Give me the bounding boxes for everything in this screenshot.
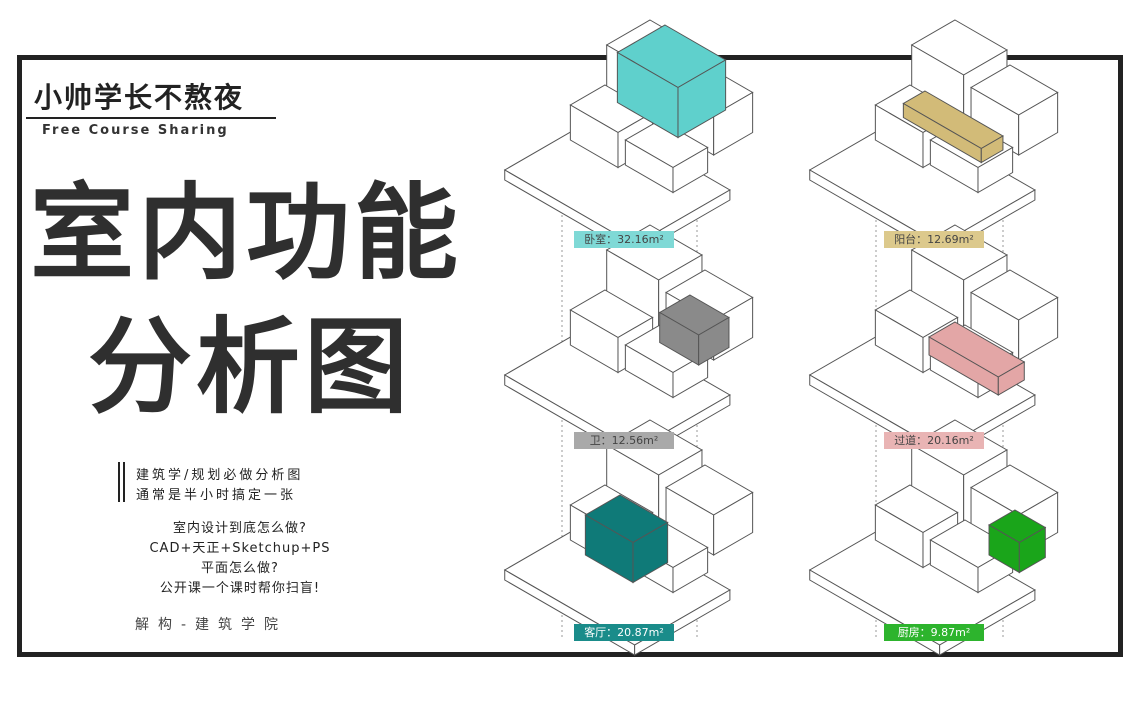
block-b-3-right: [1018, 296, 1059, 361]
room-label-2: 阳台：12.69m²: [884, 231, 984, 248]
block-b-4-right: [713, 491, 754, 556]
highlight-2-right: [698, 316, 730, 366]
title-line-1: 室内功能: [30, 172, 463, 294]
highlight-0-right: [677, 59, 727, 139]
block-d-0-right: [672, 146, 709, 194]
title-line-2: 分析图: [88, 306, 413, 428]
highlight-5-right: [1018, 526, 1046, 574]
highlight-1-right: [980, 135, 1004, 164]
intro-bars: [118, 462, 126, 502]
highlight-4-right: [632, 521, 669, 584]
desc-line-3: 平面怎么做?: [201, 561, 279, 576]
intro-line-1: 建筑学/规划必做分析图: [136, 468, 304, 483]
brand-underline: [26, 117, 276, 119]
room-label-6: 厨房：9.87m²: [884, 624, 984, 641]
highlight-3-right: [997, 361, 1025, 396]
desc-line-4: 公开课一个课时帮你扫盲!: [159, 581, 321, 596]
room-label-1: 卧室：32.16m²: [574, 231, 674, 248]
desc-line-2: CAD+天正+Sketchup+PS: [149, 541, 331, 556]
block-b-0-right: [713, 91, 754, 156]
desc-line-1: 室内设计到底怎么做?: [173, 521, 307, 536]
block-d-1-right: [977, 146, 1014, 194]
footer-text: 解构-建筑学院: [135, 617, 288, 633]
brand-name: 小帅学长不熬夜: [34, 81, 245, 114]
room-label-4: 过道：20.16m²: [884, 432, 984, 449]
brand-tagline: Free Course Sharing: [42, 123, 229, 138]
room-label-3: 卫：12.56m²: [574, 432, 674, 449]
intro-line-2: 通常是半小时搞定一张: [136, 488, 297, 503]
block-d-4-right: [672, 546, 709, 594]
block-b-1-right: [1018, 91, 1059, 156]
room-label-5: 客厅：20.87m²: [574, 624, 674, 641]
